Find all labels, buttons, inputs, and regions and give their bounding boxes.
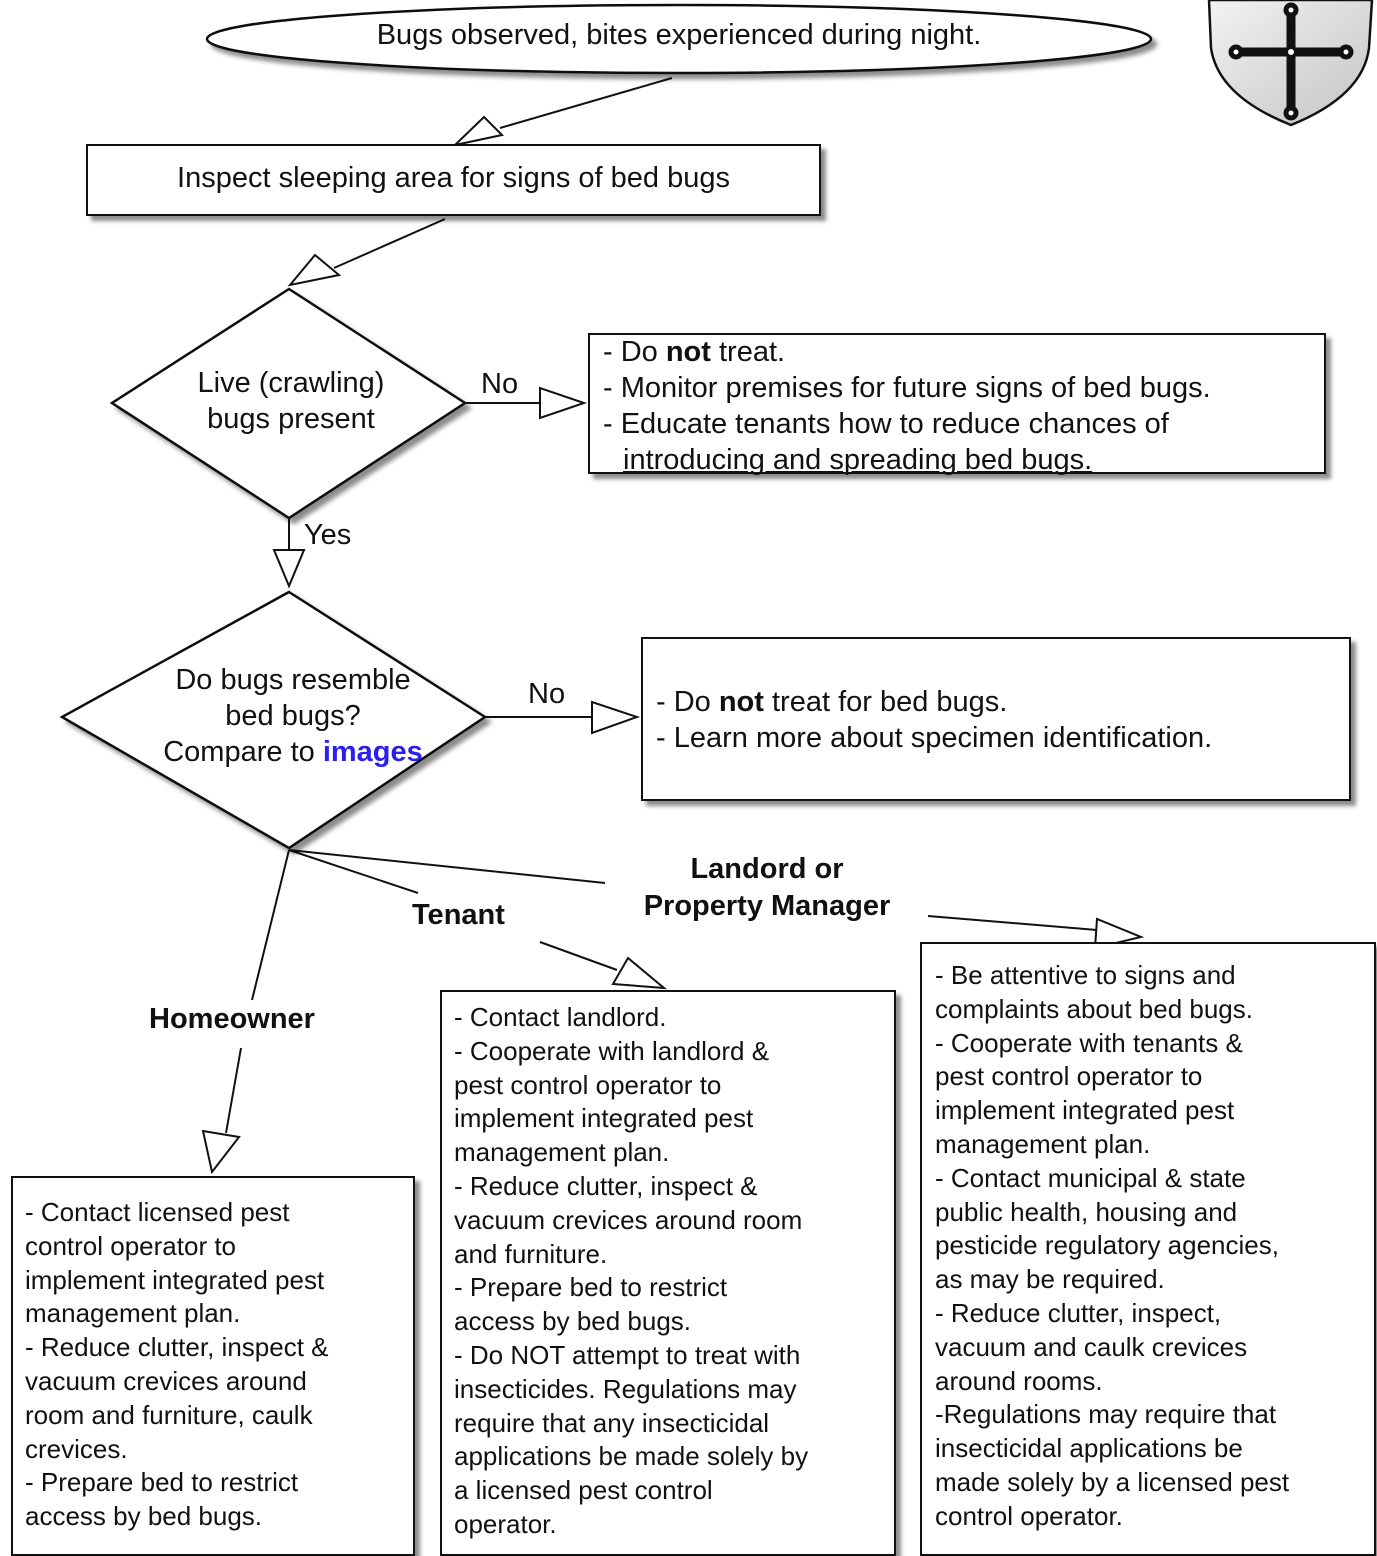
- landlord-line: as may be required.: [935, 1264, 1165, 1295]
- edge-label-homeowner: Homeowner: [149, 1003, 315, 1035]
- edge-label-landlord: Landord or Property Manager: [612, 851, 922, 925]
- landlord-line: management plan.: [935, 1128, 1151, 1159]
- tenant-line: pest control operator to: [454, 1069, 722, 1100]
- edge-inspect-decision: [333, 218, 446, 269]
- not-bedbug-text: - Do not treat for bed bugs. - Learn mor…: [656, 684, 1212, 756]
- tenant-text: - Contact landlord. - Cooperate with lan…: [454, 1001, 808, 1542]
- no-live-box: - Do not treat. - Monitor premises for f…: [588, 333, 1326, 476]
- landlord-line: control operator.: [935, 1500, 1123, 1531]
- arrowhead: [272, 549, 306, 589]
- homeowner-line: implement integrated pest: [25, 1264, 325, 1295]
- edge-tenant: [539, 941, 618, 971]
- arrowhead: [451, 115, 505, 147]
- arrowhead: [539, 386, 588, 420]
- homeowner-line: control operator to: [25, 1230, 237, 1261]
- landlord-line: - Cooperate with tenants &: [935, 1027, 1243, 1058]
- homeowner-line: access by bed bugs.: [25, 1501, 263, 1532]
- tenant-line: - Cooperate with landlord &: [454, 1035, 770, 1066]
- decision-resemble-line: Do bugs resemble: [175, 664, 411, 696]
- start-oval: [205, 3, 1153, 75]
- edge-homeowner: [251, 849, 290, 1001]
- tenant-line: access by bed bugs.: [454, 1306, 692, 1337]
- edge-label-tenant: Tenant: [412, 899, 505, 931]
- edge-label-landlord-line: Landord or: [690, 853, 844, 885]
- edge-homeowner: [225, 1047, 242, 1134]
- tenant-line: applications be made solely by: [454, 1441, 809, 1472]
- tenant-line: - Reduce clutter, inspect &: [454, 1170, 758, 1201]
- inspect-box: Inspect sleeping area for signs of bed b…: [86, 144, 821, 216]
- decision-live-line: bugs present: [207, 403, 375, 435]
- homeowner-line: - Reduce clutter, inspect &: [25, 1332, 329, 1363]
- homeowner-line: crevices.: [25, 1433, 128, 1464]
- tenant-line: and furniture.: [454, 1238, 608, 1269]
- landlord-line: vacuum and caulk crevices: [935, 1331, 1248, 1362]
- edge-landlord: [288, 849, 606, 884]
- no-live-line: introducing and spreading bed bugs.: [623, 444, 1093, 476]
- start-label: Bugs observed, bites experienced during …: [376, 19, 982, 51]
- not-bedbug-box: - Do not treat for bed bugs. - Learn mor…: [641, 637, 1351, 801]
- tenant-box: - Contact landlord. - Cooperate with lan…: [440, 990, 896, 1556]
- tenant-line: require that any insecticidal: [454, 1407, 770, 1438]
- decision-resemble-line: bed bugs?: [225, 700, 361, 732]
- tenant-line: - Do NOT attempt to treat with: [454, 1339, 801, 1370]
- no-live-line: - Monitor premises for future signs of b…: [603, 372, 1211, 404]
- landlord-line: - Be attentive to signs and: [935, 960, 1236, 990]
- landlord-line: complaints about bed bugs.: [935, 993, 1253, 1024]
- homeowner-text: - Contact licensed pest control operator…: [25, 1196, 328, 1534]
- landlord-line: around rooms.: [935, 1365, 1103, 1396]
- tenant-line: operator.: [454, 1508, 557, 1539]
- landlord-line: insecticidal applications be: [935, 1433, 1243, 1464]
- decision-live-line: Live (crawling): [197, 367, 385, 399]
- tenant-line: vacuum crevices around room: [454, 1204, 803, 1235]
- edge-start-inspect: [499, 77, 673, 129]
- shield-cross-icon: [1207, 0, 1374, 127]
- homeowner-line: - Prepare bed to restrict: [25, 1467, 299, 1498]
- landlord-line: implement integrated pest: [935, 1095, 1235, 1126]
- images-link[interactable]: images: [322, 736, 423, 768]
- landlord-line: - Contact municipal & state: [935, 1162, 1246, 1193]
- tenant-line: - Prepare bed to restrict: [454, 1272, 728, 1303]
- landlord-text: - Be attentive to signs and complaints a…: [935, 959, 1289, 1534]
- landlord-line: pesticide regulatory agencies,: [935, 1230, 1279, 1261]
- edge-label-landlord-line: Property Manager: [643, 890, 891, 922]
- decision-resemble-diamond: [59, 590, 488, 850]
- landlord-line: made solely by a licensed pest: [935, 1466, 1290, 1497]
- landlord-line: pest control operator to: [935, 1061, 1203, 1092]
- decision-resemble-line: Compare to images: [163, 736, 423, 768]
- landlord-line: public health, housing and: [935, 1196, 1238, 1227]
- homeowner-line: room and furniture, caulk: [25, 1399, 313, 1430]
- no-live-line: - Educate tenants how to reduce chances …: [603, 408, 1169, 440]
- landlord-box: - Be attentive to signs and complaints a…: [920, 942, 1376, 1556]
- homeowner-line: management plan.: [25, 1298, 241, 1329]
- not-bedbug-line: - Do not treat for bed bugs.: [656, 686, 1008, 718]
- homeowner-line: - Contact licensed pest: [25, 1197, 290, 1227]
- decision-resemble-label: Do bugs resemble bed bugs? Compare to im…: [123, 662, 463, 770]
- tenant-line: management plan.: [454, 1137, 670, 1168]
- no-live-text: - Do not treat. - Monitor premises for f…: [603, 334, 1211, 478]
- edge-label-no: No: [481, 368, 519, 400]
- tenant-line: a licensed pest control: [454, 1475, 713, 1506]
- arrowhead: [611, 956, 668, 990]
- landlord-line: - Reduce clutter, inspect,: [935, 1297, 1222, 1328]
- homeowner-box: - Contact licensed pest control operator…: [11, 1176, 415, 1556]
- not-bedbug-line: - Learn more about specimen identificati…: [656, 722, 1213, 754]
- edge-landlord: [927, 915, 1098, 931]
- tenant-line: - Contact landlord.: [454, 1002, 667, 1032]
- arrowhead: [287, 253, 342, 287]
- homeowner-line: vacuum crevices around: [25, 1365, 307, 1396]
- edge-label-yes: Yes: [304, 519, 352, 551]
- landlord-line: -Regulations may require that: [935, 1399, 1277, 1430]
- arrowhead: [591, 700, 641, 735]
- decision-live-label: Live (crawling) bugs present: [150, 365, 432, 437]
- inspect-label: Inspect sleeping area for signs of bed b…: [177, 162, 730, 194]
- arrowhead: [201, 1129, 241, 1175]
- edge-label-no: No: [528, 678, 566, 710]
- edge-tenant: [288, 849, 419, 894]
- tenant-line: implement integrated pest: [454, 1103, 754, 1134]
- tenant-line: insecticides. Regulations may: [454, 1373, 797, 1404]
- no-live-line: - Do not treat.: [603, 336, 786, 368]
